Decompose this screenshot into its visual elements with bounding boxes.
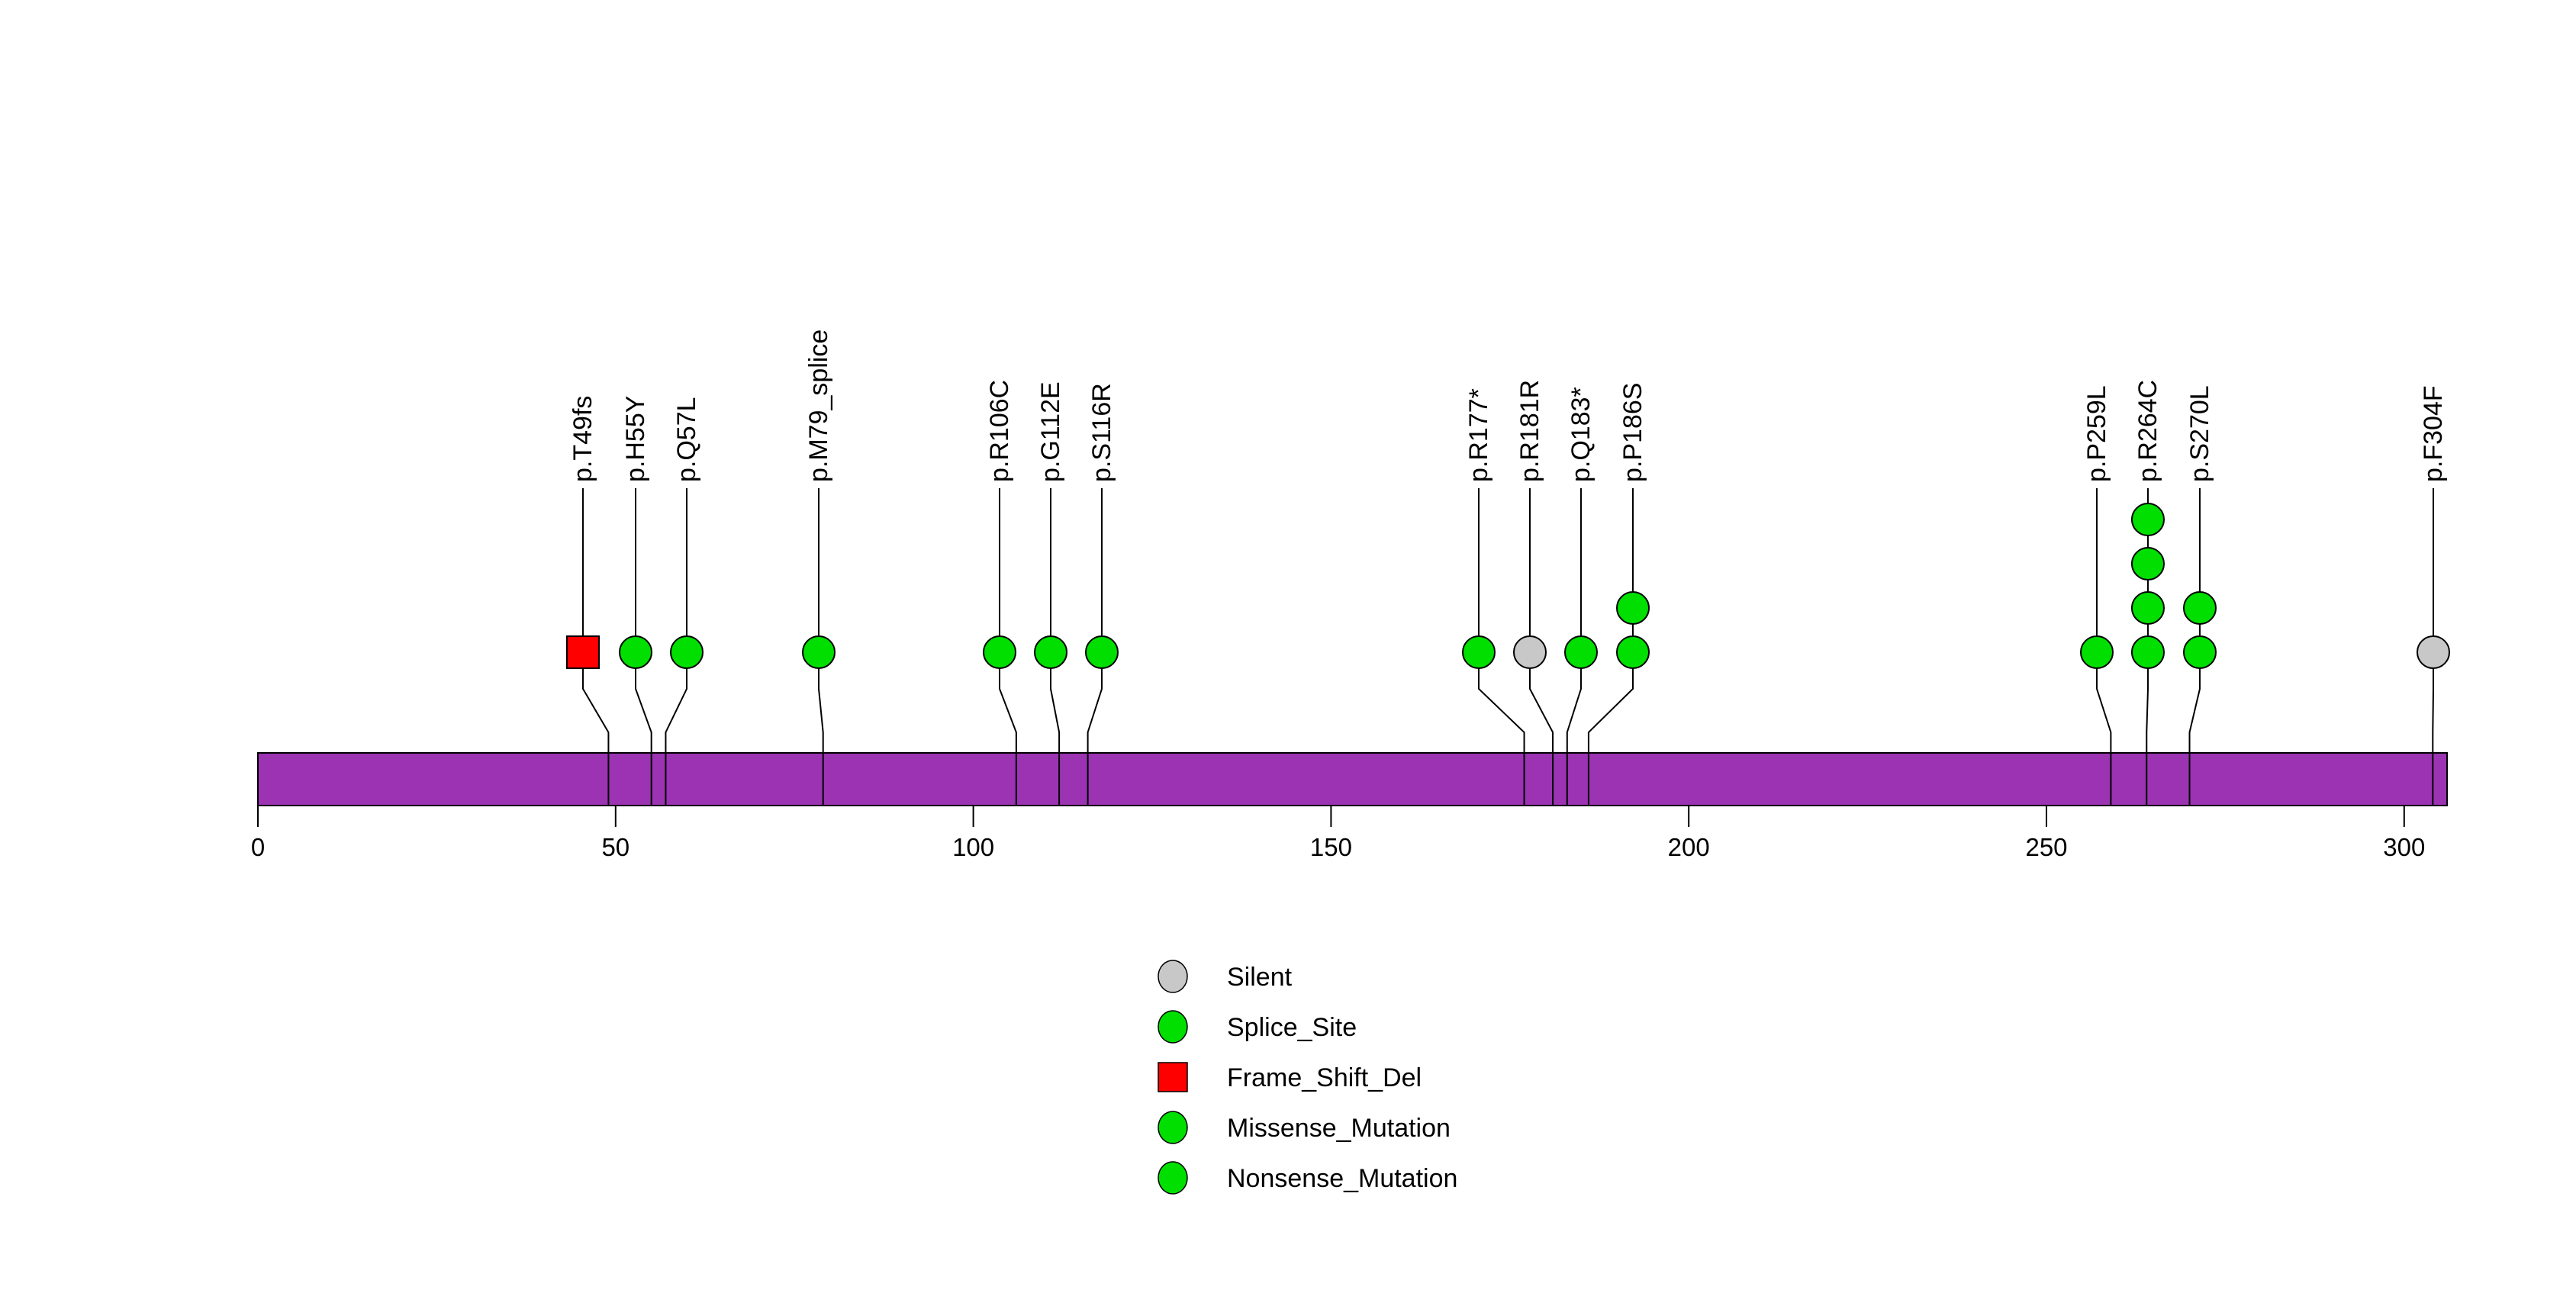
lollipop-stick <box>2188 488 2201 806</box>
mutation-marker <box>1085 635 1119 669</box>
mutation-label: p.R177* <box>1464 388 1493 482</box>
lollipop-stick <box>635 488 652 806</box>
mutation-marker <box>2131 635 2165 669</box>
mutation-marker <box>1616 591 1650 625</box>
lollipop-stick <box>1587 488 1634 806</box>
legend-marker <box>1158 1111 1188 1144</box>
mutation-label: p.Q57L <box>672 397 701 482</box>
mutation-marker <box>670 635 704 669</box>
mutation-label: p.R181R <box>1515 380 1544 482</box>
mutation-label: p.H55Y <box>621 396 650 482</box>
mutation-marker <box>2131 503 2165 536</box>
axis-tick-label: 0 <box>251 833 265 861</box>
mutation-label: p.M79_splice <box>804 330 833 482</box>
mutation-marker <box>2183 635 2217 669</box>
lollipop-stick <box>1050 488 1061 806</box>
mutation-label: p.G112E <box>1036 381 1065 482</box>
mutation-marker <box>2131 591 2165 625</box>
mutation-label: p.S270L <box>2185 385 2214 482</box>
mutation-label: p.R106C <box>985 380 1014 482</box>
mutation-label: p.P186S <box>1618 383 1647 482</box>
lollipop-stick <box>1478 488 1525 806</box>
mutation-marker <box>1564 635 1598 669</box>
legend-marker <box>1158 1161 1188 1195</box>
legend-marker <box>1158 960 1188 993</box>
mutation-marker <box>1462 635 1496 669</box>
axis-tick-label: 250 <box>2025 833 2067 861</box>
mutation-marker <box>566 635 600 669</box>
mutation-marker <box>2183 591 2217 625</box>
legend-marker <box>1158 1062 1188 1092</box>
lollipop-stick <box>2096 488 2112 806</box>
legend-label: Silent <box>1227 963 1293 992</box>
legend-label: Splice_Site <box>1227 1013 1357 1042</box>
axis-tick-label: 150 <box>1310 833 1352 861</box>
axis-tick-label: 100 <box>952 833 994 861</box>
legend-label: Missense_Mutation <box>1227 1114 1451 1143</box>
lollipop-stick <box>818 488 824 806</box>
mutation-marker <box>2131 547 2165 581</box>
mutation-label: p.S116R <box>1087 383 1116 482</box>
mutation-marker <box>619 635 652 669</box>
axis-tick-label: 200 <box>1668 833 1710 861</box>
mutation-marker <box>1034 635 1067 669</box>
axis-tick-label: 300 <box>2383 833 2425 861</box>
mutation-label: p.Q183* <box>1567 387 1596 482</box>
lollipop-stick <box>999 488 1017 806</box>
axis-tick-label: 50 <box>601 833 630 861</box>
mutation-label: p.T49fs <box>568 396 597 482</box>
mutation-label: p.F304F <box>2419 385 2448 482</box>
mutation-marker <box>983 635 1016 669</box>
mutation-marker <box>802 635 836 669</box>
mutation-marker <box>2080 635 2114 669</box>
mutation-label: p.P259L <box>2082 385 2111 482</box>
lollipop-stick <box>665 488 687 806</box>
mutation-label: p.R264C <box>2133 380 2162 482</box>
lollipop-stick <box>1529 488 1554 806</box>
legend-label: Nonsense_Mutation <box>1227 1164 1457 1193</box>
mutation-marker <box>2417 635 2450 669</box>
lollipop-stick <box>2146 488 2149 806</box>
mutation-marker <box>1513 635 1547 669</box>
legend-marker <box>1158 1010 1188 1044</box>
lollipop-stick <box>1566 488 1582 806</box>
lollipop-stick <box>582 488 610 806</box>
lollipop-stick <box>1087 488 1103 806</box>
legend-label: Frame_Shift_Del <box>1227 1063 1422 1092</box>
mutation-marker <box>1616 635 1650 669</box>
protein-bar <box>257 752 2449 806</box>
